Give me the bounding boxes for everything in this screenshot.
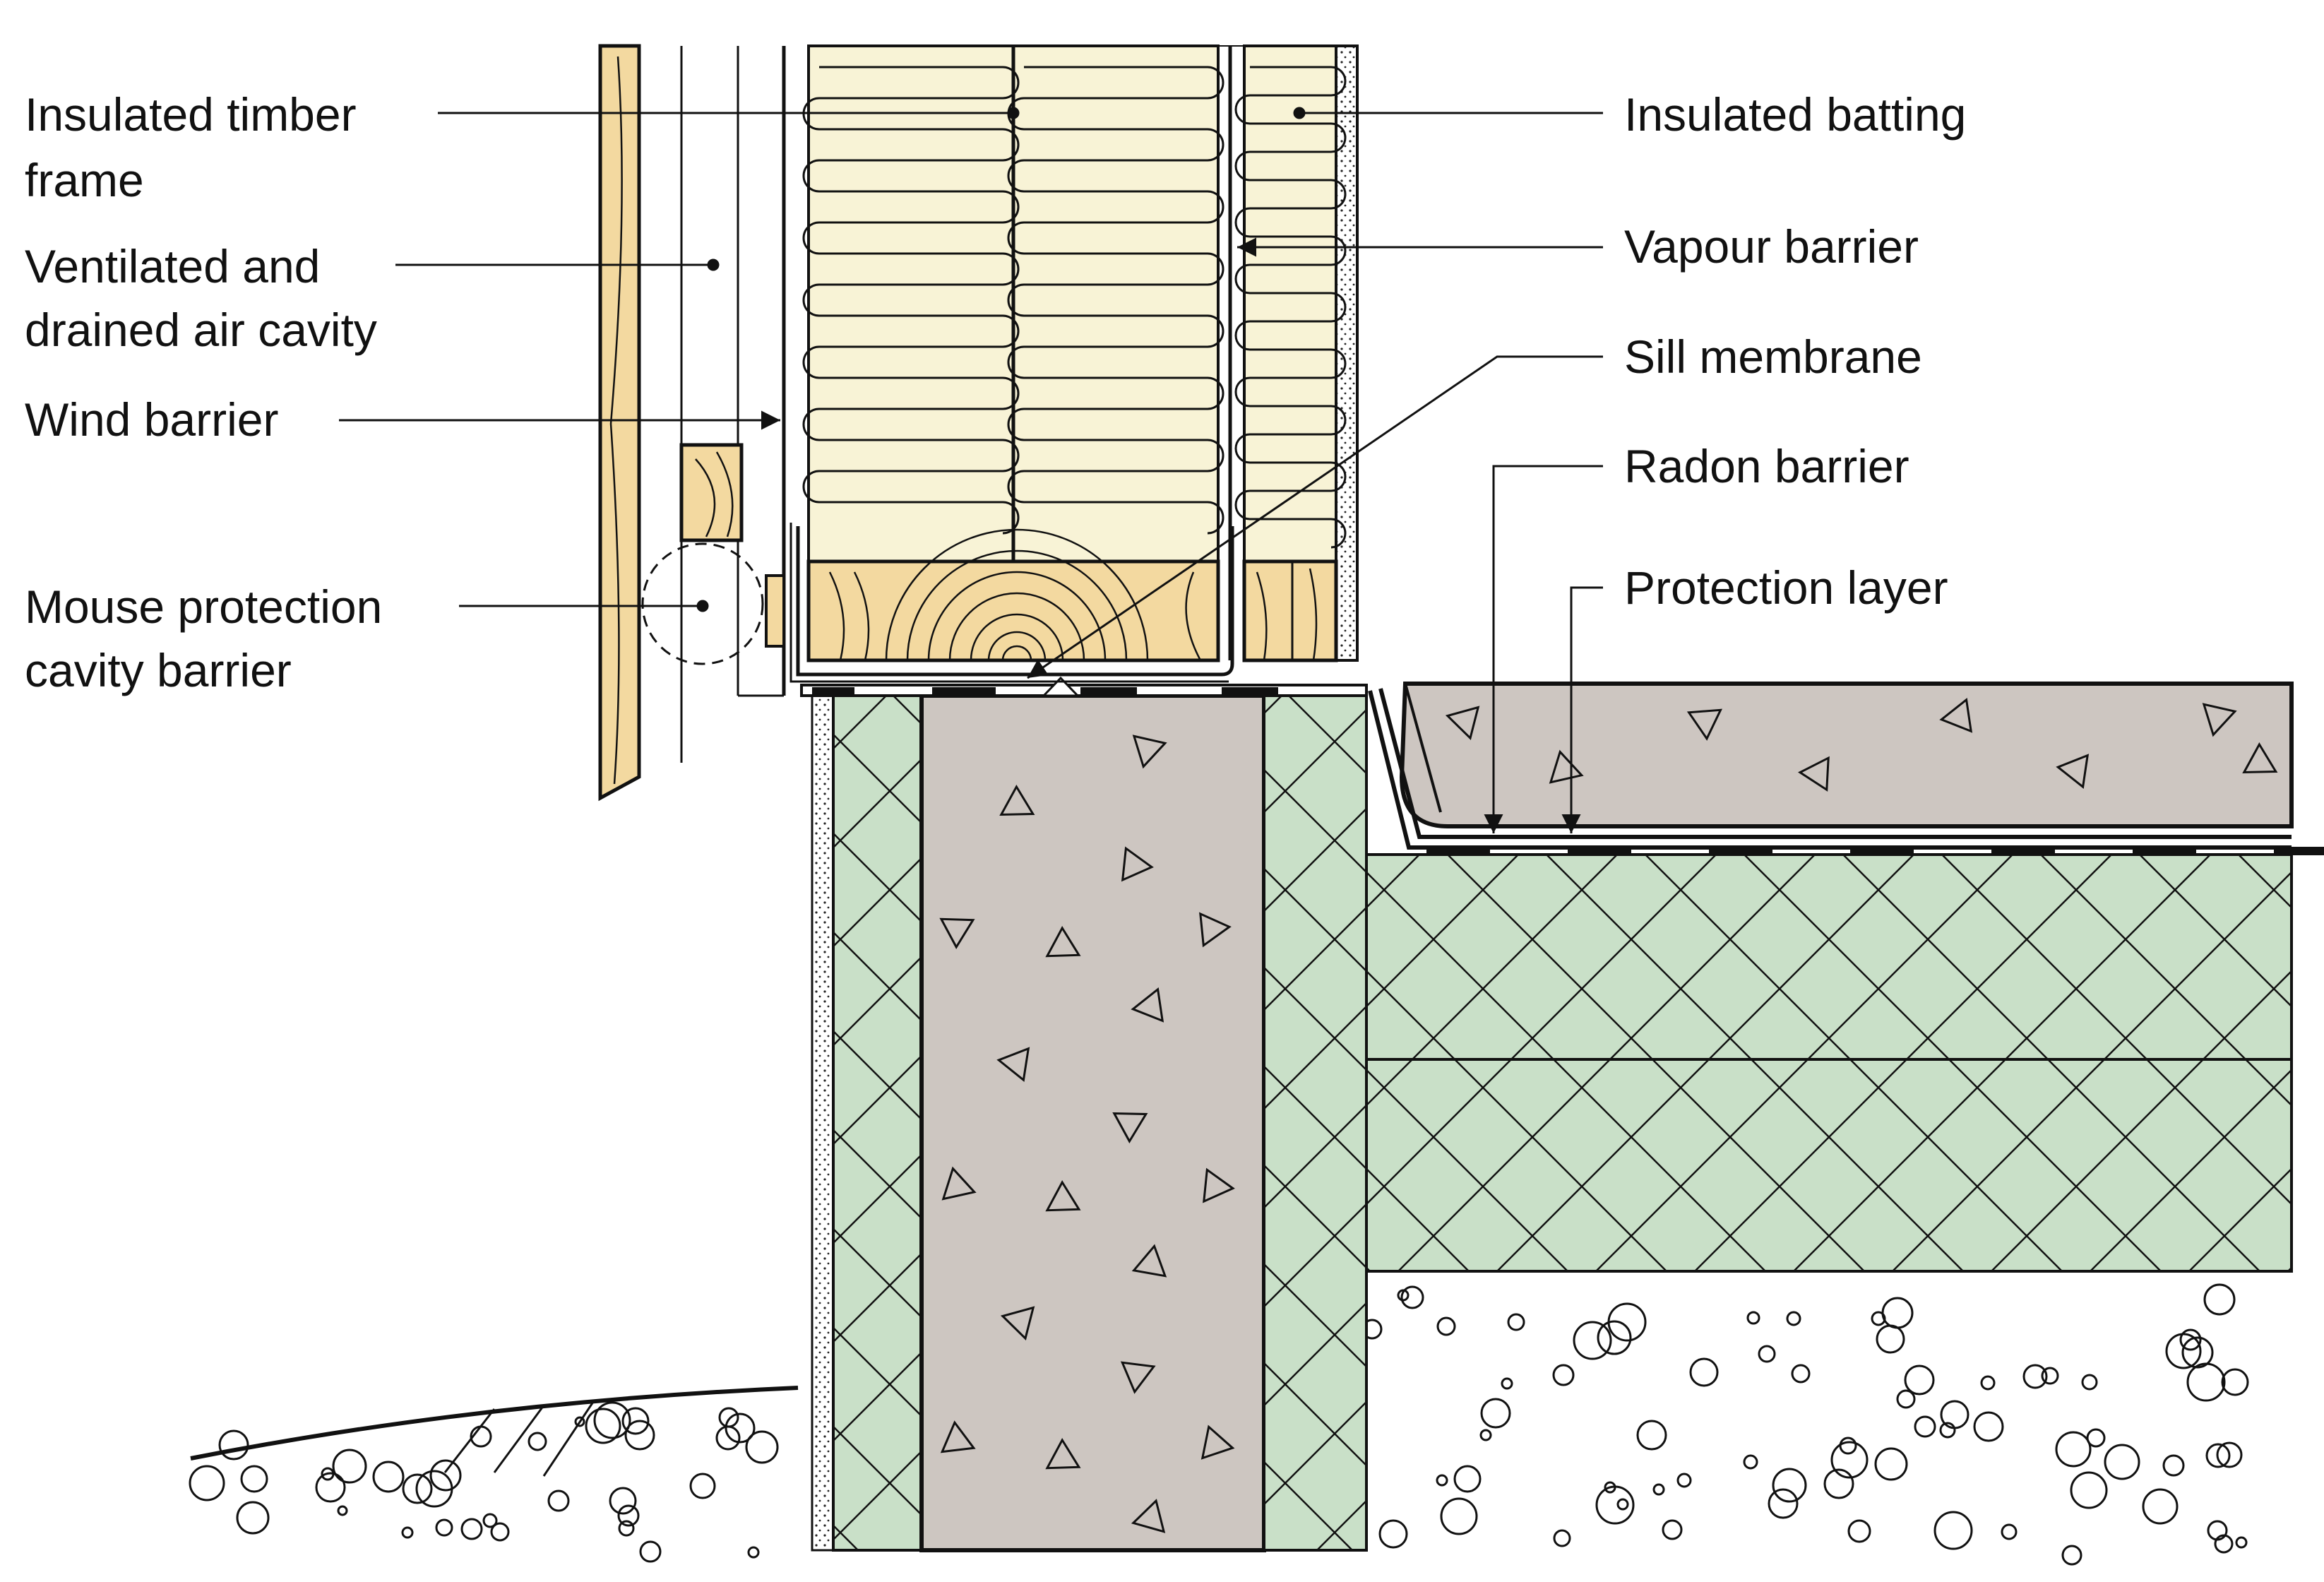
label-insulated-timber-frame-line2: frame: [25, 154, 144, 206]
label-sill-membrane: Sill membrane: [1624, 331, 1922, 383]
label-ventilated-cavity-line2: drained air cavity: [25, 304, 377, 356]
label-vapour-barrier: Vapour barrier: [1624, 220, 1919, 273]
sill-membrane: [800, 676, 1368, 697]
label-wind-barrier: Wind barrier: [25, 393, 278, 446]
label-protection-layer: Protection layer: [1624, 561, 1948, 614]
labels: Insulated timber frame Ventilated and dr…: [25, 88, 1966, 696]
ground-profile: [190, 1386, 799, 1477]
label-radon-barrier: Radon barrier: [1624, 440, 1909, 492]
label-insulated-batting: Insulated batting: [1624, 88, 1966, 141]
label-ventilated-cavity-line1: Ventilated and: [25, 240, 320, 292]
leader-lines: [339, 107, 1603, 833]
label-mouse-protection-line1: Mouse protection: [25, 581, 382, 633]
timber-frame-wall: [782, 44, 1359, 696]
concrete-aggregate: [939, 698, 2278, 1533]
floor-slab: [1368, 682, 2324, 856]
gravel-fill: [189, 1283, 2249, 1566]
cladding: [598, 44, 785, 802]
foundation-wall: [811, 694, 1368, 1552]
label-insulated-timber-frame-line1: Insulated timber: [25, 88, 357, 141]
label-mouse-protection-line2: cavity barrier: [25, 644, 292, 696]
slab-insulation: [1365, 853, 2293, 1273]
